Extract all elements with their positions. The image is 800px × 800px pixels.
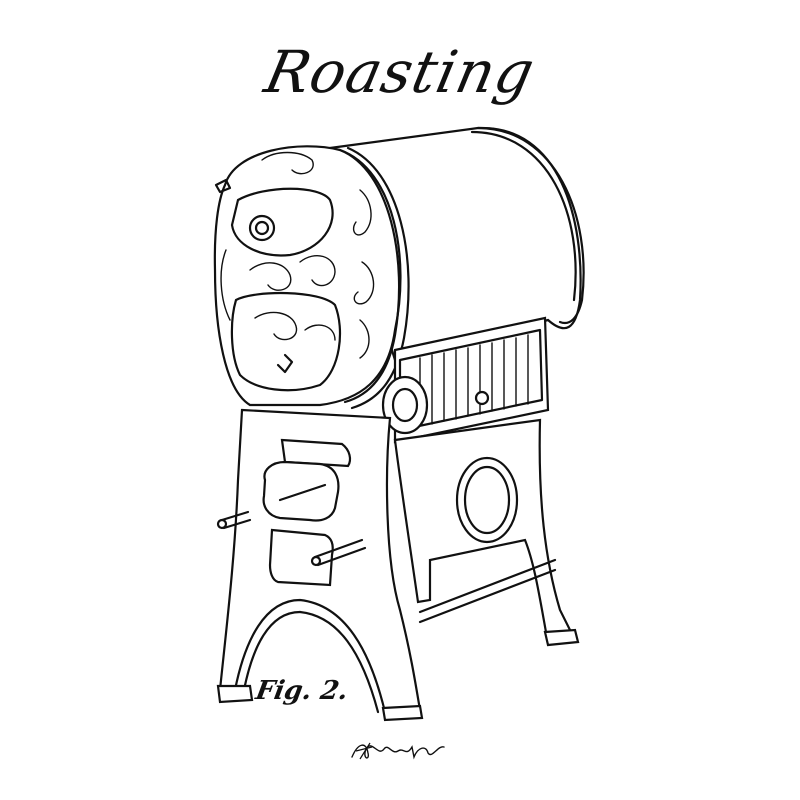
sieve-box <box>381 316 550 444</box>
figure-label: Fig. 2. <box>253 676 351 706</box>
roaster-stand <box>216 408 580 722</box>
ornate-front-panel <box>213 145 410 410</box>
signature <box>351 742 445 760</box>
